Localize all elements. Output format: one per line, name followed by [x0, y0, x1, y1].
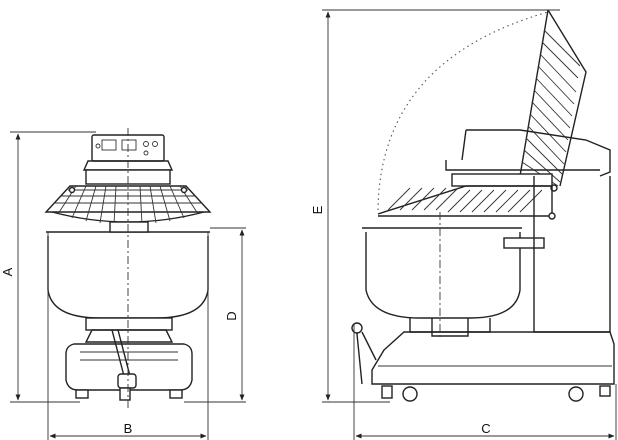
- front-control-panel: [82, 134, 174, 185]
- front-view: [44, 128, 212, 410]
- dimension-label-a: A: [0, 267, 15, 276]
- side-closed-guard: [377, 185, 556, 220]
- dimension-label-d: D: [224, 311, 239, 320]
- dimension-d: [184, 227, 246, 403]
- side-base: [351, 322, 615, 402]
- dimension-label-b: B: [124, 421, 133, 436]
- side-head-housing: [445, 129, 611, 187]
- side-view: [351, 9, 615, 402]
- dimension-b: [47, 232, 209, 440]
- dimension-a: [10, 131, 96, 403]
- side-open-guard: [519, 9, 587, 192]
- dimension-label-e: E: [310, 205, 325, 214]
- side-bowl: [362, 227, 545, 319]
- dimension-c: [353, 324, 617, 440]
- front-base: [65, 317, 193, 401]
- dimension-label-c: C: [481, 421, 490, 436]
- dimension-e: [322, 9, 560, 403]
